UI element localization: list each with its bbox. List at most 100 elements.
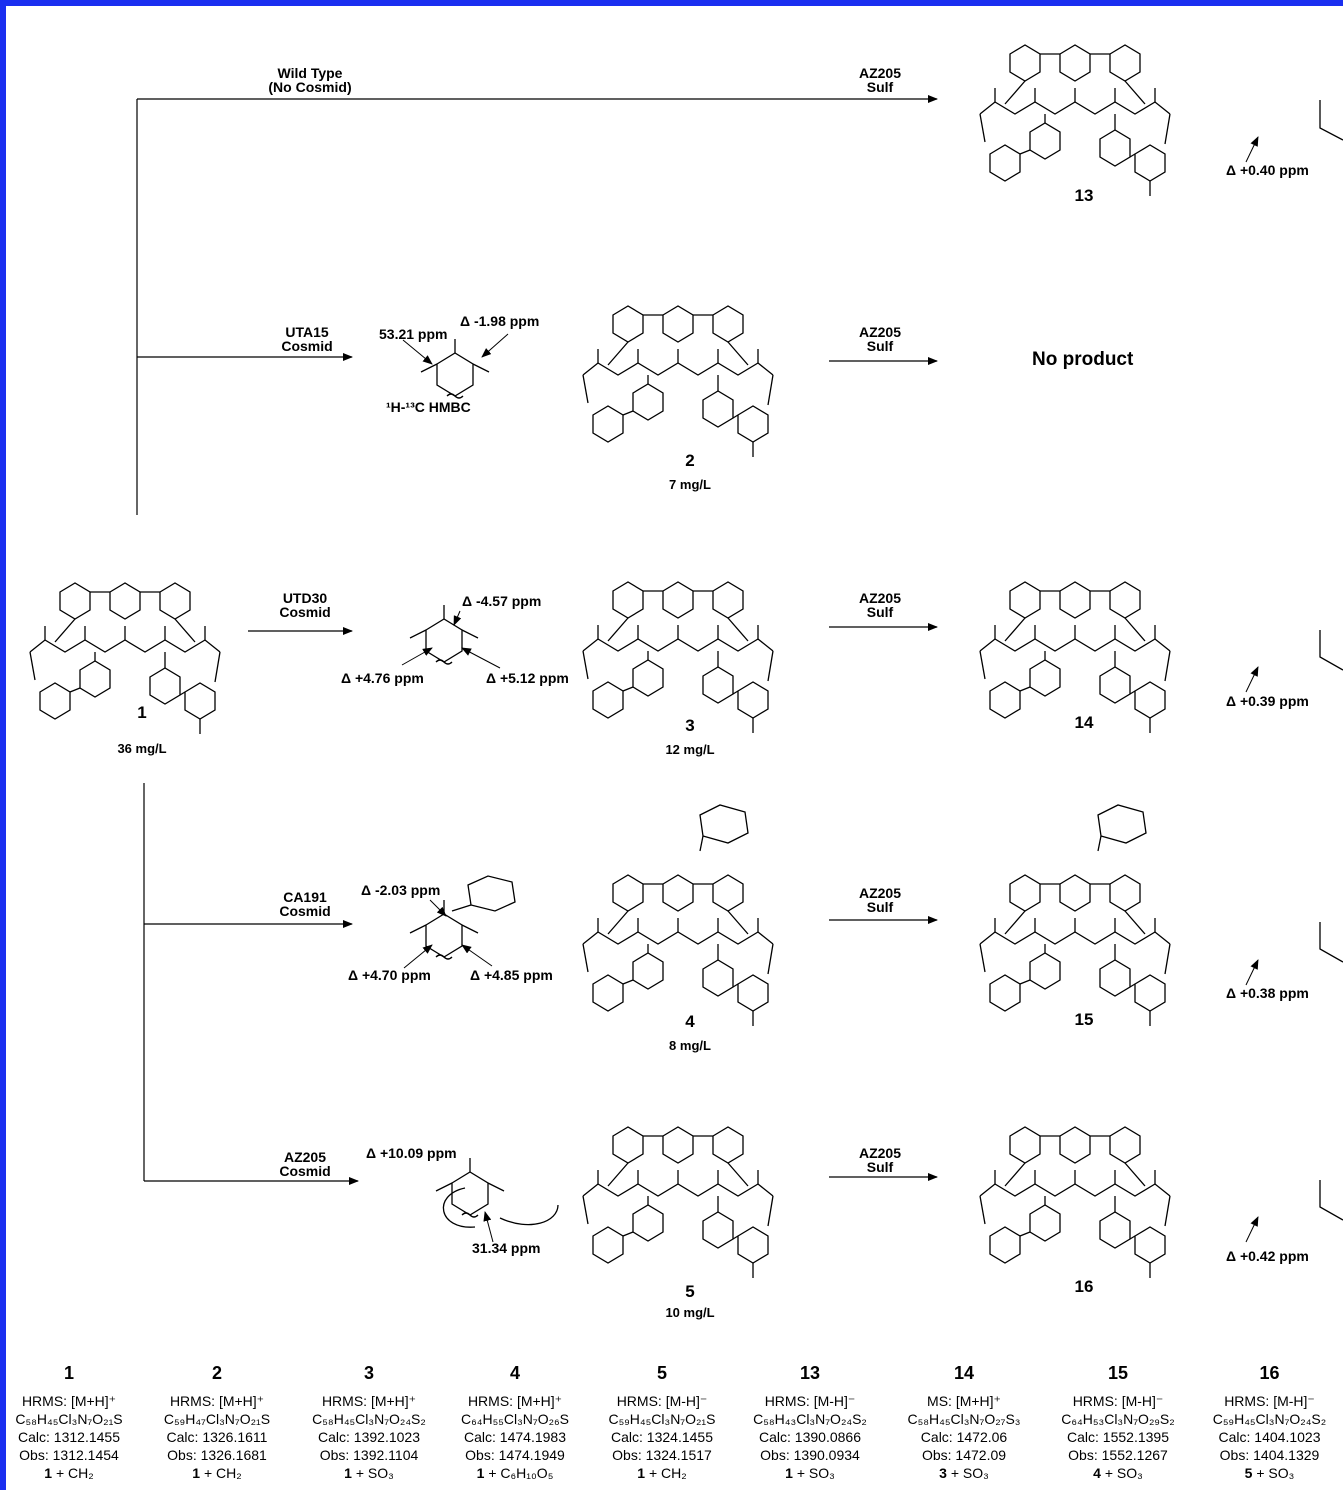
sulf-name: AZ205 (858, 885, 902, 901)
relation-add: + SO₃ (946, 1465, 989, 1481)
compound-number-4: 4 (685, 1012, 695, 1031)
relation-base: 1 (192, 1465, 201, 1481)
sulf-name: AZ205 (858, 1145, 902, 1161)
entry-relation: 3 + SO₃ (891, 1464, 1037, 1482)
hmbc-label: ¹H-¹³C HMBC (386, 399, 471, 415)
route-sub: (No Cosmid) (268, 79, 352, 95)
entry-relation: 1 + CH₂ (0, 1464, 142, 1482)
entry-method: HRMS: [M+H]⁺ (321, 1393, 417, 1409)
entry-formula: C₅₈H₄₅Cl₃N₇O₂₇S₃ (907, 1411, 1021, 1427)
entry-relation: 1 + CH₂ (144, 1464, 290, 1482)
entry-calc: Calc: 1390.0866 (759, 1429, 861, 1445)
hrms-entry-16: 16 HRMS: [M-H]⁻ C₅₉H₄₅Cl₃N₇O₂₄S₂ Calc: 1… (1196, 1364, 1343, 1482)
compound-number-2: 2 (685, 451, 695, 470)
relation-base: 3 (939, 1465, 947, 1481)
ca191-shift-b: Δ +4.70 ppm (348, 967, 431, 983)
compound-yield-4: 8 mg/L (669, 1038, 711, 1053)
entry-obs: Obs: 1472.09 (921, 1447, 1007, 1463)
entry-formula: C₅₈H₄₅Cl₃N₇O₂₄S₂ (312, 1411, 426, 1427)
route-name: AZ205 (283, 1149, 327, 1165)
entry-calc: Calc: 1326.1611 (166, 1429, 268, 1445)
entry-formula: C₆₄H₅₃Cl₃N₇O₂₉S₂ (1061, 1411, 1175, 1427)
entry-obs: Obs: 1312.1454 (19, 1447, 119, 1463)
route-label-ca191: CA191 Cosmid (260, 890, 350, 918)
entry-method: HRMS: [M+H]⁺ (467, 1393, 563, 1409)
entry-number: 15 (1107, 1363, 1129, 1383)
entry-number: 16 (1259, 1363, 1280, 1383)
entry-calc: Calc: 1312.1455 (18, 1429, 120, 1445)
no-product-label: No product (1032, 349, 1134, 370)
sulf-sub: Sulf (866, 899, 894, 915)
entry-number: 5 (656, 1363, 667, 1383)
relation-add: + C₆H₁₀O₅ (484, 1465, 554, 1481)
entry-calc: Calc: 1552.1395 (1067, 1429, 1169, 1445)
entry-formula: C₅₉H₄₅Cl₃N₇O₂₄S₂ (1212, 1411, 1327, 1427)
sulf-sub: Sulf (866, 79, 894, 95)
entry-formula: C₅₉H₄₅Cl₃N₇O₂₁S (608, 1411, 716, 1427)
hrms-entry-3: 3 HRMS: [M+H]⁺ C₅₈H₄₅Cl₃N₇O₂₄S₂ Calc: 13… (296, 1364, 442, 1482)
relation-add: + CH₂ (52, 1465, 94, 1481)
entry-method: HRMS: [M-H]⁻ (764, 1393, 856, 1409)
relation-base: 1 (785, 1465, 793, 1481)
entry-method: HRMS: [M-H]⁻ (1224, 1393, 1315, 1409)
right-shift-14: Δ +0.39 ppm (1226, 693, 1309, 709)
entry-obs: Obs: 1552.1267 (1068, 1447, 1168, 1463)
hrms-entry-14: 14 MS: [M+H]⁺ C₅₈H₄₅Cl₃N₇O₂₇S₃ Calc: 147… (891, 1364, 1037, 1482)
entry-obs: Obs: 1404.1329 (1219, 1447, 1320, 1463)
frame-left-border (0, 0, 6, 1490)
route-name: Wild Type (277, 65, 343, 81)
entry-method: HRMS: [M+H]⁺ (169, 1393, 265, 1409)
entry-method: HRMS: [M-H]⁻ (1072, 1393, 1164, 1409)
right-shift-13: Δ +0.40 ppm (1226, 162, 1309, 178)
route-sub: Cosmid (279, 1163, 331, 1179)
entry-calc: Calc: 1404.1023 (1218, 1429, 1321, 1445)
entry-relation: 1 + C₆H₁₀O₅ (442, 1464, 588, 1482)
entry-method: HRMS: [M+H]⁺ (21, 1393, 117, 1409)
entry-number: 4 (509, 1363, 520, 1383)
relation-add: + SO₃ (1252, 1465, 1295, 1481)
entry-formula: C₆₄H₅₅Cl₃N₇O₂₆S (460, 1411, 569, 1427)
compound-number-1: 1 (137, 703, 147, 722)
entry-calc: Calc: 1472.06 (920, 1429, 1008, 1445)
hrms-entry-5: 5 HRMS: [M-H]⁻ C₅₉H₄₅Cl₃N₇O₂₁S Calc: 132… (589, 1364, 735, 1482)
compound-number-5: 5 (685, 1282, 695, 1301)
route-sub: Cosmid (279, 903, 331, 919)
entry-obs: Obs: 1326.1681 (167, 1447, 267, 1463)
compound-yield-2: 7 mg/L (669, 477, 711, 492)
entry-number: 13 (799, 1363, 821, 1383)
entry-number: 14 (953, 1363, 975, 1383)
route-label-utd30: UTD30 Cosmid (260, 591, 350, 619)
route-label-uta15: UTA15 Cosmid (262, 325, 352, 353)
sulf-label-2: AZ205 Sulf (840, 325, 920, 353)
sulf-label-4: AZ205 Sulf (840, 886, 920, 914)
sulf-name: AZ205 (858, 324, 902, 340)
utd30-shift-a: Δ -4.57 ppm (462, 593, 542, 609)
ca191-shift-c: Δ +4.85 ppm (470, 967, 553, 983)
entry-obs: Obs: 1392.1104 (319, 1447, 419, 1463)
relation-base: 1 (344, 1465, 352, 1481)
compound-number-15: 15 (1074, 1010, 1094, 1029)
relation-base: 4 (1093, 1465, 1101, 1481)
hrms-entry-2: 2 HRMS: [M+H]⁺ C₅₉H₄₇Cl₃N₇O₂₁S Calc: 132… (144, 1364, 290, 1482)
entry-number: 2 (211, 1363, 222, 1383)
relation-base: 1 (637, 1465, 646, 1481)
right-shift-15: Δ +0.38 ppm (1226, 985, 1309, 1001)
hrms-entry-13: 13 HRMS: [M-H]⁻ C₅₈H₄₃Cl₃N₇O₂₄S₂ Calc: 1… (737, 1364, 883, 1482)
sulf-sub: Sulf (866, 604, 894, 620)
sulf-sub: Sulf (866, 1159, 894, 1175)
route-label-wild-type: Wild Type (No Cosmid) (255, 66, 365, 94)
relation-add: + SO₃ (1100, 1465, 1143, 1481)
relation-add: + SO₃ (351, 1465, 394, 1481)
entry-calc: Calc: 1392.1023 (318, 1429, 420, 1445)
az205-shift-a: Δ +10.09 ppm (366, 1145, 457, 1161)
relation-add: + CH₂ (645, 1465, 687, 1481)
ca191-shift-a: Δ -2.03 ppm (361, 882, 441, 898)
compound-yield-1: 36 mg/L (117, 741, 167, 756)
route-name: UTA15 (285, 324, 329, 340)
relation-base: 1 (44, 1465, 53, 1481)
hrms-entry-15: 15 HRMS: [M-H]⁻ C₆₄H₅₃Cl₃N₇O₂₉S₂ Calc: 1… (1045, 1364, 1191, 1482)
relation-base: 1 (476, 1465, 485, 1481)
utd30-shift-b: Δ +4.76 ppm (341, 670, 424, 686)
entry-formula: C₅₈H₄₅Cl₃N₇O₂₁S (15, 1411, 123, 1427)
